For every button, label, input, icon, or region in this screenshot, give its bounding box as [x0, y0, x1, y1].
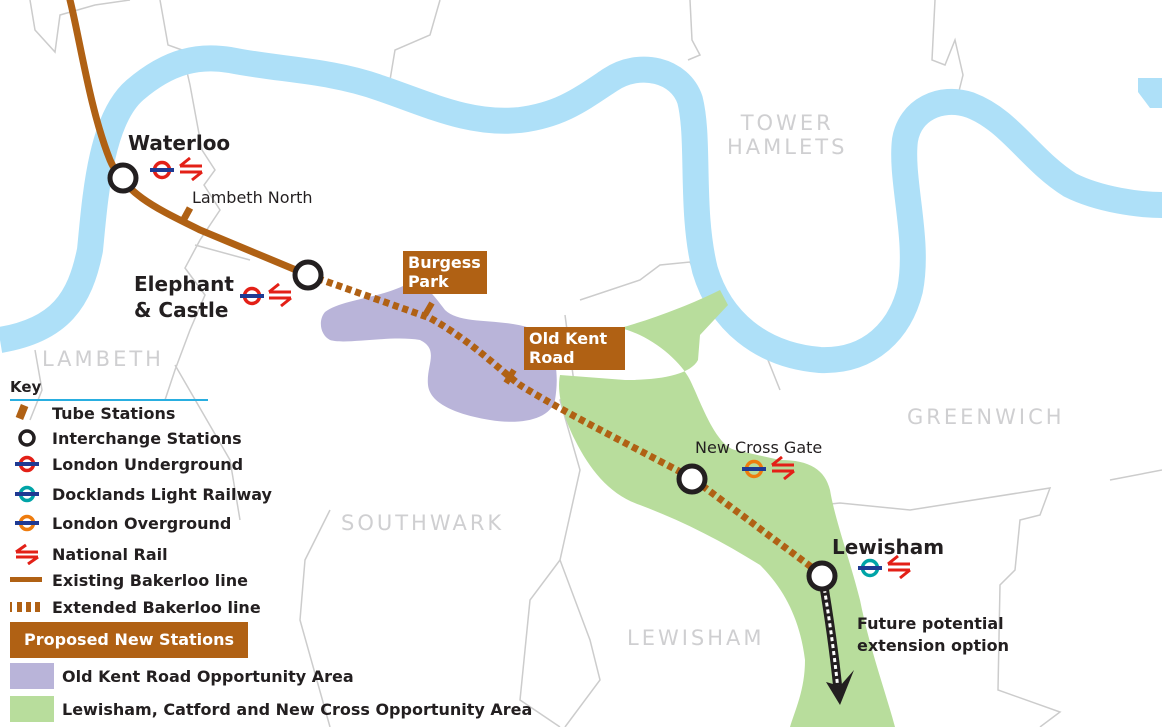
station-label-elephant-castle[interactable]: Elephant & Castle	[134, 271, 234, 323]
station-label-elephant-line2: & Castle	[134, 298, 229, 322]
station-label-lewisham[interactable]: Lewisham	[832, 535, 945, 559]
key-label: London Underground	[52, 455, 244, 474]
dashed-line-icon	[10, 602, 40, 612]
key-label: Extended Bakerloo line	[52, 598, 261, 617]
proposed-station-old-kent-road[interactable]: Old Kent Road	[524, 327, 626, 370]
river-inlet	[1138, 78, 1162, 108]
key-title: Key	[10, 378, 42, 396]
borough-label-tower-hamlets: TOWER HAMLETS	[727, 111, 847, 159]
key-label: Tube Stations	[52, 404, 176, 423]
lewisham-opportunity-area	[559, 290, 895, 727]
old-kent-road-line2: Road	[529, 348, 575, 367]
lambeth-north-tick	[180, 206, 194, 221]
national-rail-icon	[15, 543, 39, 565]
key-label: Docklands Light Railway	[52, 485, 272, 504]
overground-roundel-icon	[15, 514, 39, 532]
station-label-elephant-line1: Elephant	[134, 272, 234, 296]
station-label-new-cross-gate[interactable]: New Cross Gate	[695, 438, 823, 457]
interchange-circles	[107, 162, 838, 592]
elephant-interchange-icon	[292, 259, 324, 291]
key-item-extended-bakerloo: Extended Bakerloo line	[10, 596, 570, 618]
future-extension-label: Future potential extension option	[857, 613, 1009, 657]
waterloo-underground-roundel-icon	[150, 160, 174, 180]
old-kent-road-opportunity-area	[320, 282, 557, 422]
key-item-proposed-new-stations: Proposed New Stations	[10, 622, 570, 658]
key-label: Lewisham, Catford and New Cross Opportun…	[62, 700, 533, 719]
station-label-lambeth-north[interactable]: Lambeth North	[192, 188, 313, 207]
borough-label-tower-hamlets-line2: HAMLETS	[727, 135, 848, 160]
tube-station-tick-icon	[15, 404, 29, 420]
key-item-london-overground: London Overground	[10, 512, 570, 534]
key-item-dlr: Docklands Light Railway	[10, 483, 570, 505]
key-label: Old Kent Road Opportunity Area	[62, 667, 354, 686]
waterloo-interchange-icon	[107, 162, 139, 194]
key-label: London Overground	[52, 514, 232, 533]
existing-bakerloo-line	[66, 0, 312, 279]
proposed-station-burgess-park[interactable]: Burgess Park	[403, 251, 487, 294]
new-cross-gate-interchange-icon	[676, 463, 708, 495]
purple-swatch-icon	[10, 663, 54, 689]
interchange-circle-icon	[18, 429, 36, 447]
underground-roundel-icon	[15, 455, 39, 473]
lewisham-national-rail-icon	[886, 554, 912, 580]
burgess-park-line1: Burgess	[408, 253, 481, 272]
dlr-roundel-icon	[15, 485, 39, 503]
borough-label-lewisham: LEWISHAM	[627, 626, 765, 650]
borough-label-greenwich: GREENWICH	[907, 405, 1065, 429]
green-swatch-icon	[10, 696, 54, 722]
river-thames	[0, 45, 1162, 374]
extended-bakerloo-line	[306, 271, 825, 578]
key-label: Existing Bakerloo line	[52, 571, 248, 590]
key-item-interchange-stations: Interchange Stations	[10, 427, 570, 449]
lewisham-interchange-icon	[806, 560, 838, 592]
waterloo-national-rail-icon	[178, 156, 204, 182]
lewisham-dlr-roundel-icon	[858, 558, 882, 578]
elephant-national-rail-icon	[267, 282, 293, 308]
key-item-lewisham-area: Lewisham, Catford and New Cross Opportun…	[10, 696, 570, 724]
old-kent-road-line1: Old Kent	[529, 329, 608, 348]
proposed-new-stations-box: Proposed New Stations	[10, 622, 249, 658]
key-item-london-underground: London Underground	[10, 453, 570, 475]
key-label: Interchange Stations	[52, 429, 242, 448]
future-extension-line2: extension option	[857, 636, 1009, 655]
key-item-existing-bakerloo: Existing Bakerloo line	[10, 569, 570, 591]
borough-label-tower-hamlets-line1: TOWER	[740, 111, 834, 135]
burgess-park-line2: Park	[408, 272, 449, 291]
key-item-old-kent-road-area: Old Kent Road Opportunity Area	[10, 663, 570, 691]
key-label: National Rail	[52, 545, 168, 564]
future-extension-line1: Future potential	[857, 614, 1004, 633]
borough-label-southwark: SOUTHWARK	[341, 511, 505, 535]
station-label-waterloo[interactable]: Waterloo	[128, 131, 231, 155]
new-cross-gate-overground-roundel-icon	[742, 459, 766, 479]
key-item-national-rail: National Rail	[10, 543, 570, 565]
elephant-underground-roundel-icon	[240, 286, 264, 306]
solid-line-icon	[10, 577, 42, 582]
key-item-tube-stations: Tube Stations	[10, 402, 570, 424]
burgess-park-tick	[422, 301, 435, 317]
old-kent-road-tick	[503, 368, 517, 385]
borough-label-lambeth: LAMBETH	[42, 347, 164, 371]
key-title-rule	[10, 399, 208, 401]
